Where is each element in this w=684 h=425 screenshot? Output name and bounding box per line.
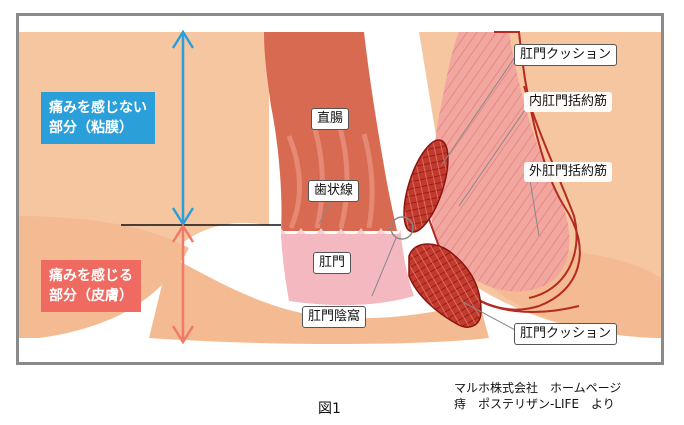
label-dentate-line: 歯状線 — [308, 180, 360, 202]
label-anal-cushion-bottom: 肛門クッション — [514, 323, 618, 345]
lower-flesh — [149, 256, 489, 344]
leader-cushion-bottom — [460, 300, 518, 332]
muscle-column — [430, 32, 570, 292]
leader-external — [528, 173, 540, 237]
leader-dentate — [318, 201, 332, 225]
painful-arrow-head-bottom — [171, 325, 195, 345]
source-credit: マルホ株式会社 ホームページ 痔 ポステリザン-LIFE より — [454, 380, 621, 412]
leader-crypt — [371, 237, 397, 297]
label-internal-sphincter: 内肛門括約筋 — [524, 92, 613, 112]
anal-crypt-ring — [390, 216, 414, 240]
credit-line-1: マルホ株式会社 ホームページ — [454, 381, 622, 395]
label-rectum: 直腸 — [311, 108, 350, 130]
painful-zone-label: 痛みを感じる 部分（皮膚） — [41, 260, 141, 312]
credit-line-2: 痔 ポステリザン-LIFE より — [454, 397, 615, 411]
dentate-line-shape — [281, 228, 401, 238]
label-anal-crypt: 肛門陰窩 — [302, 306, 367, 328]
label-anus: 肛門 — [313, 252, 352, 274]
leader-internal — [458, 103, 530, 207]
painless-zone-label: 痛みを感じない 部分（粘膜） — [41, 92, 155, 144]
muscle-column-inner — [523, 85, 578, 299]
label-anal-cushion-top: 肛門クッション — [514, 44, 618, 66]
painless-arrow-head-top — [171, 29, 195, 49]
painful-arrow-head-top — [171, 223, 195, 243]
figure-caption: 図1 — [318, 401, 341, 417]
leader-cushion-top — [440, 56, 516, 167]
anal-cushion-upper — [403, 139, 449, 233]
label-external-sphincter: 外肛門括約筋 — [524, 162, 613, 182]
rectum-folds — [286, 123, 375, 229]
anal-cushion-lower — [408, 243, 482, 328]
diagram-frame: 痛みを感じない 部分（粘膜） 痛みを感じる 部分（皮膚） 肛門クッション 内肛門… — [16, 13, 664, 365]
